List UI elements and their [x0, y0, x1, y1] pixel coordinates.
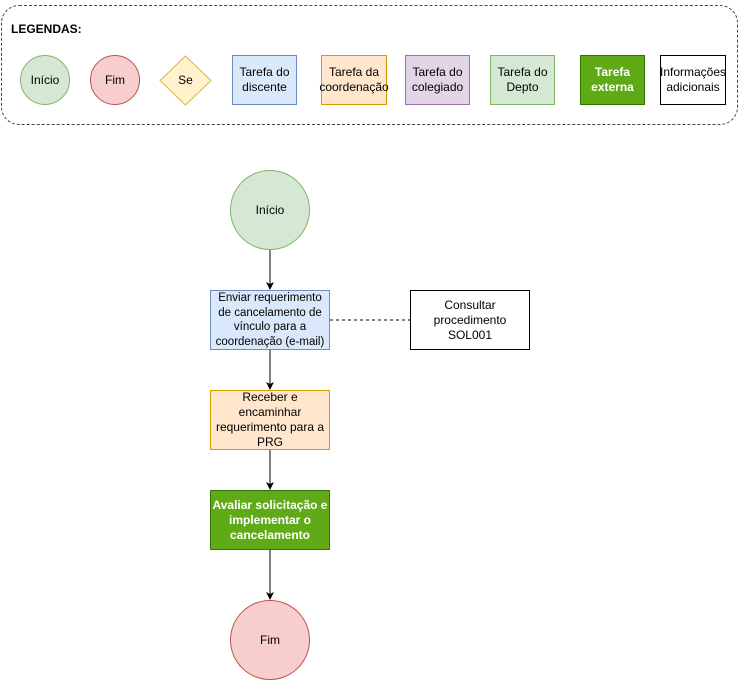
legend-info-label: Informações adicionais	[659, 65, 727, 94]
legend-decision-shape	[159, 55, 212, 106]
legend-discente-label: Tarefa do discente	[239, 65, 290, 94]
flow-step-avaliar-label: Avaliar solicitação e implementar o canc…	[212, 497, 328, 542]
legend-externa-label: Tarefa externa	[591, 65, 634, 94]
flow-end-label: Fim	[260, 632, 280, 647]
legend-coordenacao-box: Tarefa da coordenação	[319, 55, 389, 105]
legend-discente-box: Tarefa do discente	[232, 55, 297, 105]
flow-step-enviar-label: Enviar requerimento de cancelamento de v…	[215, 292, 325, 348]
legend-externa-box: Tarefa externa	[580, 55, 645, 105]
flow-start: Início	[230, 170, 310, 250]
flow-step-avaliar: Avaliar solicitação e implementar o canc…	[210, 490, 330, 550]
flow-note-consultar-label: Consultar procedimento SOL001	[433, 297, 507, 342]
flow-step-receber-label: Receber e encaminhar requerimento para a…	[215, 390, 325, 449]
flow-step-receber: Receber e encaminhar requerimento para a…	[210, 390, 330, 450]
legend-start-shape: Início	[20, 55, 70, 105]
legend-depto-label: Tarefa do Depto	[497, 65, 548, 94]
legend-panel	[1, 5, 738, 125]
legend-coordenacao-label: Tarefa da coordenação	[319, 65, 389, 94]
flow-step-enviar: Enviar requerimento de cancelamento de v…	[210, 290, 330, 350]
legend-decision-label: Se	[178, 73, 193, 87]
flow-start-label: Início	[255, 202, 285, 217]
legend-depto-box: Tarefa do Depto	[490, 55, 555, 105]
legend-start-label: Início	[30, 72, 60, 87]
legend-info-box: Informações adicionais	[660, 55, 726, 105]
flow-end: Fim	[230, 600, 310, 680]
legend-colegiado-box: Tarefa do colegiado	[405, 55, 470, 105]
legend-end-shape: Fim	[90, 55, 140, 105]
legend-title: LEGENDAS:	[11, 22, 82, 36]
legend-end-label: Fim	[105, 72, 125, 87]
flow-note-consultar: Consultar procedimento SOL001	[410, 290, 530, 350]
legend-colegiado-label: Tarefa do colegiado	[411, 65, 464, 94]
legend-decision-text: Se	[159, 55, 212, 106]
